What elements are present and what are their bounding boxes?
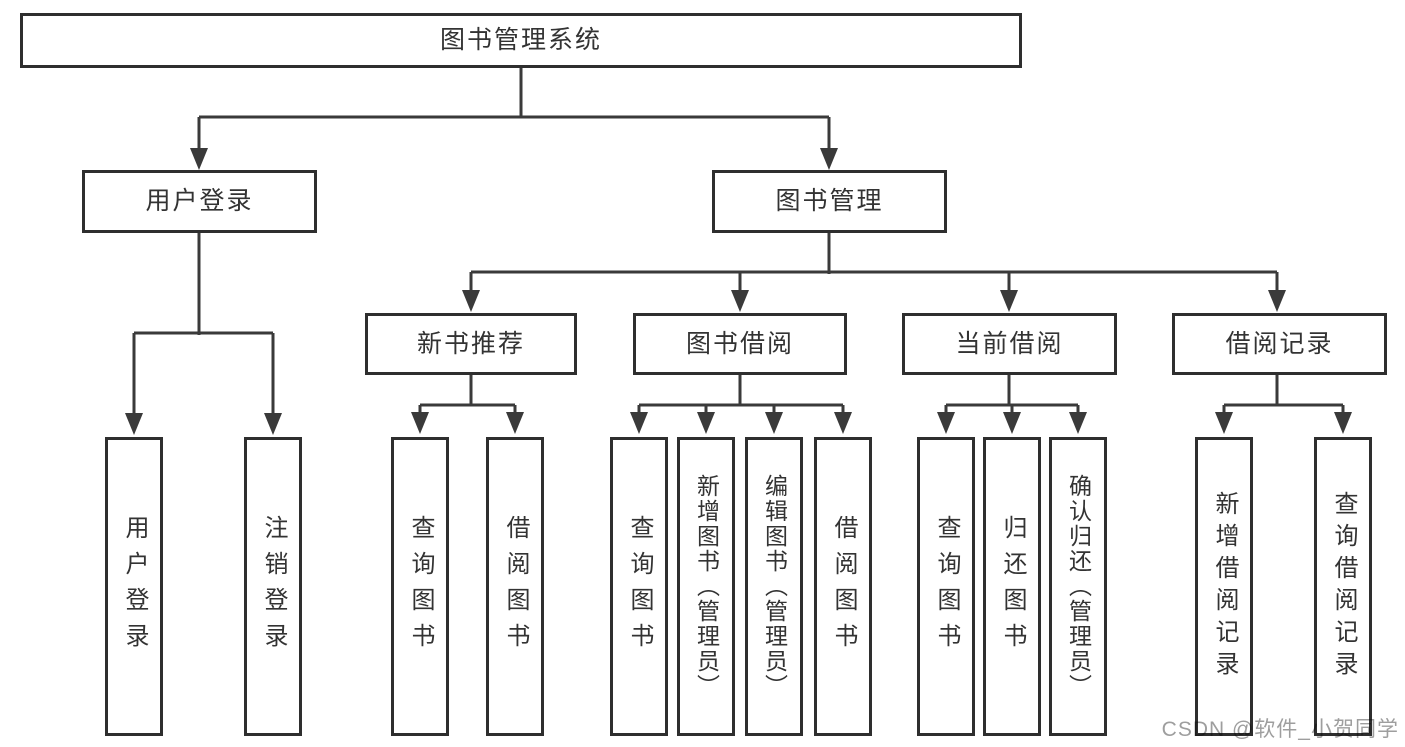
leaf-add-borrow-record: 新增借阅记录	[1195, 437, 1253, 736]
arrow-down-icon	[820, 148, 838, 170]
arrow-down-icon	[834, 412, 852, 434]
connector-hline	[1224, 403, 1343, 407]
node-label: 借阅记录	[1225, 329, 1334, 358]
arrow-down-icon	[190, 148, 208, 170]
node-label: 查询借阅记录	[1330, 490, 1357, 683]
leaf-add-books-admin: 新增图书（管理员）	[677, 437, 735, 736]
connector-vline	[469, 375, 473, 406]
node-label: 注销登录	[260, 514, 287, 659]
connector-vline	[1007, 375, 1011, 406]
node-label: 借阅图书	[502, 514, 529, 659]
arrow-down-icon	[506, 412, 524, 434]
node-label: 查询图书	[626, 514, 653, 659]
leaf-confirm-return-admin: 确认归还（管理员）	[1049, 437, 1107, 736]
arrow-down-icon	[411, 412, 429, 434]
arrow-down-icon	[264, 413, 282, 435]
node-label: 当前借阅	[955, 329, 1064, 358]
leaf-query-books-borrowing: 查询图书	[610, 437, 668, 736]
node-label: 图书管理	[775, 187, 884, 215]
node-label: 编辑图书（管理员）	[761, 474, 788, 699]
leaf-edit-books-admin: 编辑图书（管理员）	[745, 437, 803, 736]
connector-vline	[1076, 405, 1080, 415]
node-book-borrowing: 图书借阅	[633, 313, 847, 375]
connector-vline	[704, 405, 708, 415]
node-label: 用户登录	[121, 514, 148, 659]
connector-vline	[944, 405, 948, 415]
leaf-user-login: 用户登录	[105, 437, 163, 736]
leaf-return-books: 归还图书	[983, 437, 1041, 736]
connector-vline	[827, 117, 831, 151]
connector-vline	[271, 333, 275, 414]
node-label: 新增借阅记录	[1211, 490, 1238, 683]
node-label: 图书管理系统	[439, 26, 602, 54]
leaf-borrow-books-recommend: 借阅图书	[486, 437, 544, 736]
connector-vline	[637, 405, 641, 415]
connector-vline	[197, 117, 201, 151]
connector-hline	[471, 270, 1277, 274]
node-label: 用户登录	[145, 187, 254, 215]
node-label: 查询图书	[933, 514, 960, 659]
arrow-down-icon	[765, 412, 783, 434]
connector-vline	[418, 405, 422, 415]
connector-vline	[1222, 405, 1226, 415]
arrow-down-icon	[630, 412, 648, 434]
arrow-down-icon	[462, 290, 480, 312]
connector-vline	[772, 405, 776, 415]
connector-vline	[1275, 375, 1279, 406]
arrow-down-icon	[1215, 412, 1233, 434]
connector-hline	[639, 403, 843, 407]
arrow-down-icon	[1069, 412, 1087, 434]
leaf-query-books-current: 查询图书	[917, 437, 975, 736]
connector-vline	[519, 68, 523, 118]
leaf-logout: 注销登录	[244, 437, 302, 736]
node-borrowing-records: 借阅记录	[1172, 313, 1387, 375]
connector-vline	[1341, 405, 1345, 415]
node-user-login: 用户登录	[82, 170, 317, 233]
node-label: 查询图书	[407, 514, 434, 659]
connector-vline	[469, 272, 473, 292]
connector-vline	[738, 272, 742, 292]
node-label: 借阅图书	[830, 514, 857, 659]
connector-vline	[841, 405, 845, 415]
leaf-borrow-books: 借阅图书	[814, 437, 872, 736]
arrow-down-icon	[697, 412, 715, 434]
connector-vline	[1007, 272, 1011, 292]
node-current-borrowing: 当前借阅	[902, 313, 1117, 375]
arrow-down-icon	[1334, 412, 1352, 434]
arrow-down-icon	[1000, 290, 1018, 312]
arrow-down-icon	[937, 412, 955, 434]
node-label: 新书推荐	[416, 329, 525, 358]
connector-vline	[197, 233, 201, 335]
connector-vline	[132, 333, 136, 414]
arrow-down-icon	[1268, 290, 1286, 312]
connector-vline	[1010, 405, 1014, 415]
arrow-down-icon	[125, 413, 143, 435]
leaf-query-borrow-record: 查询借阅记录	[1314, 437, 1372, 736]
connector-hline	[420, 403, 515, 407]
node-label: 图书借阅	[685, 329, 794, 358]
connector-vline	[827, 232, 831, 274]
connector-vline	[1275, 272, 1279, 292]
node-label: 归还图书	[999, 514, 1026, 659]
node-label: 新增图书（管理员）	[693, 474, 720, 699]
leaf-query-books-recommend: 查询图书	[391, 437, 449, 736]
node-library-management-system: 图书管理系统	[20, 13, 1022, 68]
arrow-down-icon	[1003, 412, 1021, 434]
connector-vline	[513, 405, 517, 415]
connector-hline	[199, 115, 829, 119]
node-new-book-recommendation: 新书推荐	[365, 313, 577, 375]
node-label: 确认归还（管理员）	[1065, 474, 1092, 699]
connector-vline	[738, 375, 742, 406]
arrow-down-icon	[731, 290, 749, 312]
csdn-watermark: CSDN @软件_小贺同学	[1161, 718, 1399, 741]
connector-hline	[134, 331, 273, 335]
node-book-management: 图书管理	[712, 170, 947, 233]
